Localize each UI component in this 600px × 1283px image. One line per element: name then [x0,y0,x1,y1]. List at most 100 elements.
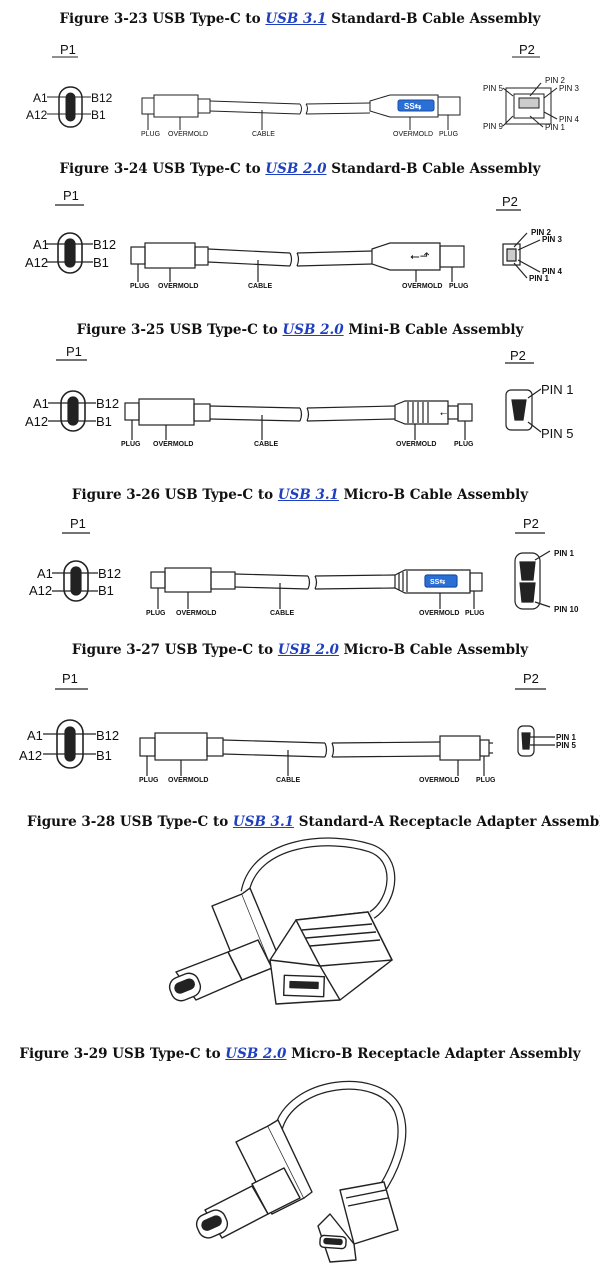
overmold-label: OVERMOLD [419,777,460,784]
overmold-label: OVERMOLD [153,441,194,448]
type-c-face-icon [63,560,89,602]
plug-label: PLUG [141,131,161,138]
cable-label: CABLE [270,610,295,617]
figure-title-3-28: Figure 3-28 USB Type-C to USB 3.1 Standa… [27,814,600,830]
plug-label: PLUG [439,131,459,138]
mini-b-face-icon [505,389,533,431]
pin-label: PIN 4 [542,267,563,276]
type-c-face-icon [60,390,86,432]
pin-b1-label: B1 [91,108,106,122]
pin-b1-label: B1 [96,748,112,763]
pin-b12-label: B12 [98,566,122,581]
micro-b-face-icon [517,725,535,757]
pin-label: PIN 1 [541,382,574,397]
pin-label: PIN 1 [545,123,566,132]
plug-label: PLUG [454,441,474,448]
pin-a1-label: A1 [33,237,49,252]
usb-spec-link[interactable]: USB 2.0 [225,1046,287,1062]
plug-label: PLUG [146,610,166,617]
usb-trident-icon: ⭠ [440,409,447,419]
micro-b-superspeed-face-icon [514,552,541,610]
pin-b12-label: B12 [96,396,120,411]
cable-drawing-3-25: ⭠ [48,359,542,440]
figure-title-3-23: Figure 3-23 USB Type-C to USB 3.1 Standa… [59,11,541,27]
overmold-label: OVERMOLD [168,777,209,784]
cable-drawing-3-26: SS⇆ [52,532,551,610]
standard-b-face-icon [502,243,521,266]
pin-b12-label: B12 [96,728,120,743]
plug-label: PLUG [121,441,141,448]
overmold-label: OVERMOLD [402,283,443,290]
pin-label: PIN 1 [556,733,577,742]
p1-label: P1 [63,188,79,203]
pin-b1-label: B1 [98,583,114,598]
type-c-face-icon [56,719,84,769]
figure-title-3-25: Figure 3-25 USB Type-C to USB 2.0 Mini-B… [76,322,524,338]
usb-spec-link[interactable]: USB 3.1 [277,487,339,503]
usb-spec-link[interactable]: USB 2.0 [277,642,339,658]
pin-a1-label: A1 [37,566,53,581]
overmold-label: OVERMOLD [419,610,460,617]
pin-a12-label: A12 [19,748,43,763]
cable-label: CABLE [248,283,273,290]
pin-label: PIN 1 [554,549,575,558]
adapter-illustration-3-28 [168,837,396,1005]
cable-label: CABLE [276,777,301,784]
pin-b12-label: B12 [93,237,117,252]
p1-label: P1 [66,344,82,359]
p2-label: P2 [519,42,535,57]
plug-label: PLUG [476,777,496,784]
p2-label: P2 [523,516,539,531]
type-c-face-icon [57,232,83,274]
p1-label: P1 [60,42,76,57]
p2-label: P2 [502,194,518,209]
figure-title-3-26: Figure 3-26 USB Type-C to USB 3.1 Micro-… [71,487,529,503]
overmold-label: OVERMOLD [158,283,199,290]
cable-label: CABLE [254,441,279,448]
overmold-label: OVERMOLD [176,610,217,617]
usb-spec-link[interactable]: USB 3.1 [265,11,327,27]
pin-b1-label: B1 [96,414,112,429]
pin-label: PIN 2 [531,228,552,237]
pin-label: PIN 5 [541,426,574,441]
cable-drawing-3-27 [43,688,555,776]
p2-label: P2 [523,671,539,686]
pin-a1-label: A1 [33,396,49,411]
plug-label: PLUG [449,283,469,290]
figure-title-3-27: Figure 3-27 USB Type-C to USB 2.0 Micro-… [71,642,529,658]
pin-label: PIN 1 [529,274,550,283]
cable-label: CABLE [252,131,275,138]
figure-title-3-24: Figure 3-24 USB Type-C to USB 2.0 Standa… [59,161,541,177]
pin-b12-label: B12 [91,91,113,105]
cable-drawing-3-24: ⭠⬏ [46,204,541,282]
pin-a12-label: A12 [25,414,49,429]
pin-label: PIN 5 [556,741,577,750]
pin-label: PIN 4 [559,115,580,124]
usb-spec-link[interactable]: USB 2.0 [265,161,327,177]
cable-drawing-3-23: SS⇆ [47,56,558,130]
overmold-label: OVERMOLD [396,441,437,448]
p2-label: P2 [510,348,526,363]
pin-label: PIN 9 [483,122,504,131]
pin-a12-label: A12 [29,583,53,598]
p1-label: P1 [70,516,86,531]
plug-label: PLUG [130,283,150,290]
usb-spec-link[interactable]: USB 3.1 [232,814,295,830]
pin-a1-label: A1 [33,91,48,105]
svg-text:SS⇆: SS⇆ [404,102,422,111]
pin-b1-label: B1 [93,255,109,270]
pin-a12-label: A12 [26,108,48,122]
pin-label: PIN 5 [483,84,504,93]
svg-text:SS⇆: SS⇆ [430,578,445,586]
plug-label: PLUG [139,777,159,784]
pin-label: PIN 10 [554,605,579,614]
overmold-label: OVERMOLD [168,131,209,138]
pin-a1-label: A1 [27,728,43,743]
figure-title-3-29: Figure 3-29 USB Type-C to USB 2.0 Micro-… [19,1046,581,1062]
usb-trident-icon: ⭠⬏ [410,249,430,263]
usb-spec-link[interactable]: USB 2.0 [282,322,344,338]
pin-label: PIN 3 [559,84,580,93]
overmold-label: OVERMOLD [393,131,434,138]
p1-label: P1 [62,671,78,686]
